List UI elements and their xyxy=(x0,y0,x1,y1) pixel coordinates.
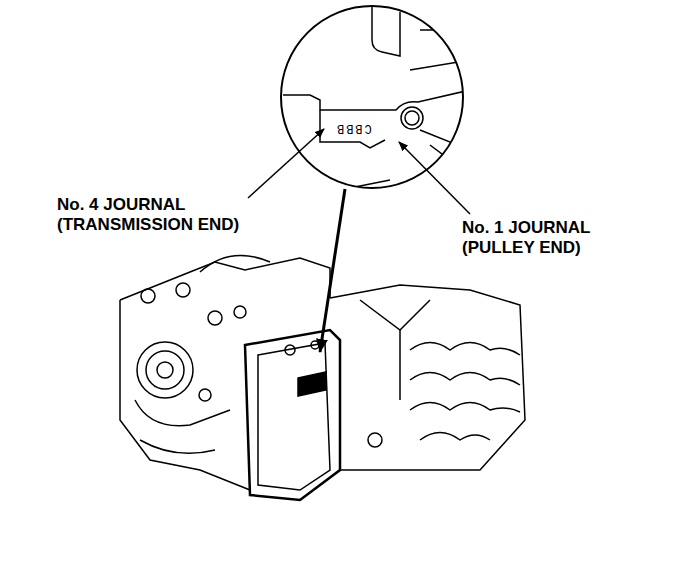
pulley-hub xyxy=(157,362,173,378)
bolt-hole xyxy=(311,341,319,349)
magnifier-circle xyxy=(281,6,463,188)
front-cover xyxy=(135,400,230,426)
pulley xyxy=(137,342,193,398)
block-top xyxy=(120,258,330,300)
casting-edge xyxy=(420,130,470,150)
bolt-head xyxy=(234,306,246,318)
front-cover xyxy=(140,440,215,453)
code-stamp xyxy=(298,372,326,396)
bolt-hole xyxy=(285,345,295,355)
casting-edge xyxy=(283,90,470,110)
journal-label: No. 1 JOURNAL (PULLEY END) xyxy=(462,218,662,258)
pulley xyxy=(146,351,184,389)
engine-block xyxy=(120,255,525,500)
rib xyxy=(399,330,401,400)
cylinder-bore xyxy=(410,403,520,413)
detail-view xyxy=(281,4,470,188)
cam-boss xyxy=(200,255,270,272)
casting-edge xyxy=(430,145,470,175)
cylinder-bore xyxy=(410,373,520,386)
bolt-hole xyxy=(199,389,211,401)
casting-edge xyxy=(410,60,470,70)
cylinder-bore xyxy=(420,433,490,441)
transmission-face xyxy=(245,330,340,500)
leader-line xyxy=(248,129,324,198)
bolt-hole xyxy=(405,111,419,125)
journal-label: No. 4 JOURNAL (TRANSMISSION END) xyxy=(57,195,307,235)
bolt-hole xyxy=(401,107,423,129)
block-side xyxy=(120,300,250,490)
bolt-head xyxy=(208,311,222,325)
stamp-pad xyxy=(320,110,385,148)
cylinder-bore xyxy=(410,343,520,356)
rib xyxy=(360,300,430,330)
casting-edge xyxy=(420,29,470,31)
leader-line xyxy=(399,142,470,214)
stamp-code: CBBB xyxy=(334,121,373,135)
bolt-hole xyxy=(368,433,382,447)
detail-casting xyxy=(283,4,470,188)
face-flange xyxy=(258,343,330,490)
block-right xyxy=(330,285,525,470)
casting-edge xyxy=(372,4,400,56)
bolt-head xyxy=(176,283,190,297)
detail-pointer xyxy=(320,189,345,352)
bolt-head xyxy=(141,289,155,303)
